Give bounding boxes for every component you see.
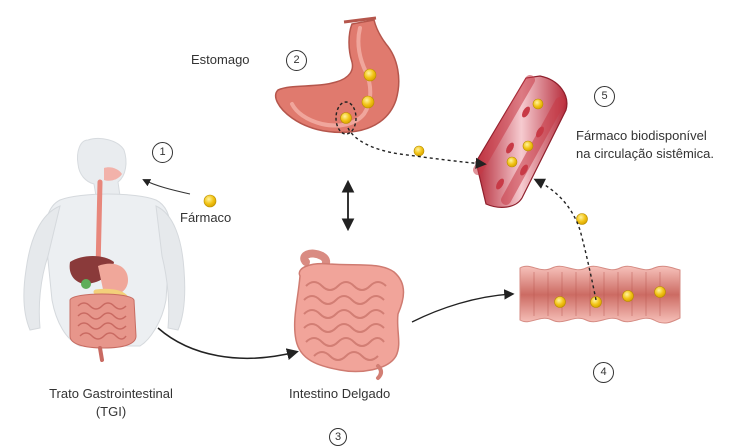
step-number-2: 2	[286, 50, 307, 71]
to-small-intestine-arrow	[158, 328, 296, 358]
to-intestinal-wall-arrow	[412, 294, 512, 322]
step-number-4: 4	[593, 362, 614, 383]
small-intestine-illustration	[295, 254, 404, 378]
drug-particle	[577, 214, 588, 225]
drug-particle	[204, 195, 216, 207]
stomach-to-blood-arrow	[348, 128, 484, 164]
stomach-label: Estomago	[191, 52, 250, 67]
bioavailable-label-line1: Fármaco biodisponível	[576, 128, 707, 143]
git-label-line1: Trato Gastrointestinal	[30, 386, 192, 401]
git-label-line2: (TGI)	[30, 404, 192, 419]
step-number-3: 3	[329, 428, 347, 446]
ingestion-arrow	[144, 180, 190, 194]
step-number-5: 5	[594, 86, 615, 107]
intestinal-wall-illustration	[520, 266, 680, 323]
drug-label: Fármaco	[180, 210, 231, 225]
human-body-figure	[24, 138, 185, 360]
small-intestine-label: Intestino Delgado	[289, 386, 390, 401]
blood-vessel-illustration	[476, 76, 567, 207]
drug-particle	[414, 146, 424, 156]
stomach-illustration	[276, 18, 399, 134]
bioavailable-label-line2: na circulação sistêmica.	[576, 146, 714, 161]
step-number-1: 1	[152, 142, 173, 163]
